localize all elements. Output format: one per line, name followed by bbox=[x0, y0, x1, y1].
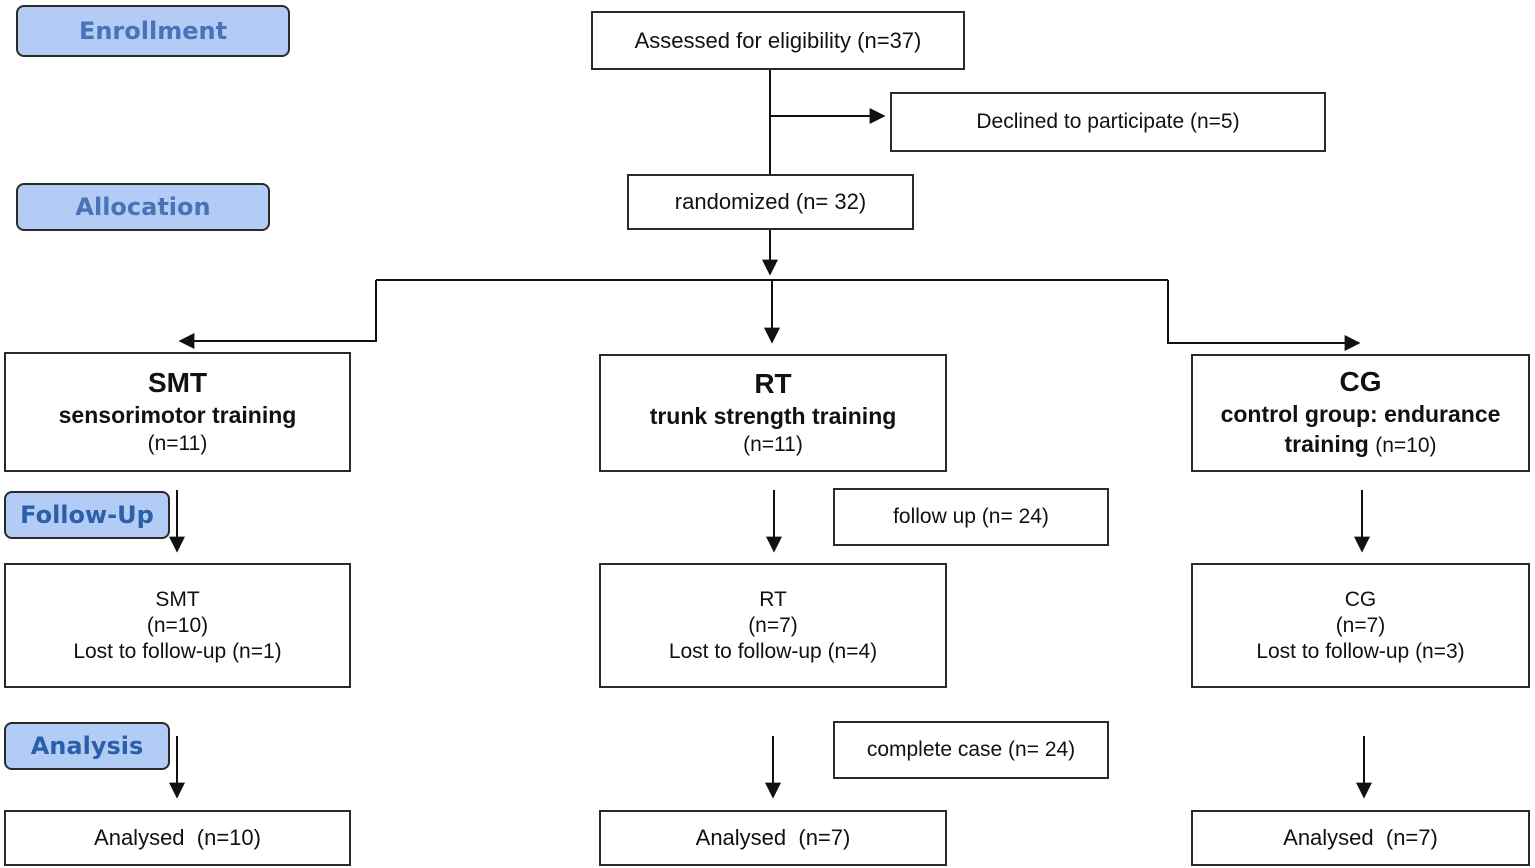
followup-box-smt: SMT (n=10) Lost to follow-up (n=1) bbox=[4, 563, 351, 688]
group-box-rt: RT trunk strength training (n=11) bbox=[599, 354, 947, 472]
followup-box-rt: RT (n=7) Lost to follow-up (n=4) bbox=[599, 563, 947, 688]
assessed-text: Assessed for eligibility (n=37) bbox=[634, 27, 922, 53]
stage-label-analysis-text: Analysis bbox=[30, 732, 144, 760]
stage-label-follow-up-text: Follow-Up bbox=[20, 501, 154, 529]
stage-label-allocation: Allocation bbox=[16, 183, 270, 231]
follow-up-note-text: follow up (n= 24) bbox=[893, 505, 1049, 528]
stage-label-enrollment-text: Enrollment bbox=[78, 17, 228, 45]
group-code-smt: SMT bbox=[147, 367, 208, 398]
group-n-smt: (n=11) bbox=[147, 432, 208, 455]
arrow-branch-smt bbox=[178, 280, 377, 349]
declined-box: Declined to participate (n=5) bbox=[890, 92, 1326, 152]
followup-n-smt: (n=10) bbox=[146, 613, 209, 637]
followup-code-rt: RT bbox=[759, 587, 787, 611]
followup-lost-smt: Lost to follow-up (n=1) bbox=[73, 639, 282, 663]
group-name-smt: sensorimotor training bbox=[58, 402, 297, 428]
arrow-branch-cg bbox=[1167, 280, 1361, 351]
stage-label-follow-up: Follow-Up bbox=[4, 491, 170, 539]
analysed-text-smt: Analysed (n=10) bbox=[94, 825, 261, 850]
follow-up-note-box: follow up (n= 24) bbox=[833, 488, 1109, 546]
stage-label-enrollment: Enrollment bbox=[16, 5, 290, 57]
declined-text: Declined to participate (n=5) bbox=[976, 110, 1240, 133]
group-code-cg: CG bbox=[1339, 366, 1382, 397]
group-name-rt: trunk strength training bbox=[649, 403, 897, 429]
analysed-box-cg: Analysed (n=7) bbox=[1191, 810, 1530, 866]
stage-label-analysis: Analysis bbox=[4, 722, 170, 770]
randomized-box: randomized (n= 32) bbox=[627, 174, 914, 230]
stage-label-allocation-text: Allocation bbox=[75, 193, 211, 221]
complete-case-note-text: complete case (n= 24) bbox=[866, 738, 1076, 761]
analysed-text-rt: Analysed (n=7) bbox=[695, 825, 851, 850]
analysed-box-rt: Analysed (n=7) bbox=[599, 810, 947, 866]
group-box-cg: CG control group: endurance training (n=… bbox=[1191, 354, 1530, 472]
randomized-text: randomized (n= 32) bbox=[674, 189, 867, 214]
complete-case-note-box: complete case (n= 24) bbox=[833, 721, 1109, 779]
analysed-text-cg: Analysed (n=7) bbox=[1283, 825, 1438, 850]
followup-lost-rt: Lost to follow-up (n=4) bbox=[668, 639, 878, 663]
group-name2-cg: training bbox=[1284, 431, 1369, 457]
group-n-rt: (n=11) bbox=[743, 433, 803, 456]
followup-code-cg: CG bbox=[1344, 587, 1377, 611]
followup-lost-cg: Lost to follow-up (n=3) bbox=[1256, 639, 1465, 663]
group-code-rt: RT bbox=[754, 368, 792, 399]
followup-n-cg: (n=7) bbox=[1335, 613, 1386, 637]
group-box-smt: SMT sensorimotor training (n=11) bbox=[4, 352, 351, 472]
followup-box-cg: CG (n=7) Lost to follow-up (n=3) bbox=[1191, 563, 1530, 688]
group-name-cg: control group: endurance bbox=[1220, 401, 1501, 427]
followup-code-smt: SMT bbox=[155, 587, 200, 611]
analysed-box-smt: Analysed (n=10) bbox=[4, 810, 351, 866]
followup-n-rt: (n=7) bbox=[748, 613, 798, 637]
group-n-cg: (n=10) bbox=[1375, 434, 1437, 457]
assessed-box: Assessed for eligibility (n=37) bbox=[591, 11, 965, 70]
